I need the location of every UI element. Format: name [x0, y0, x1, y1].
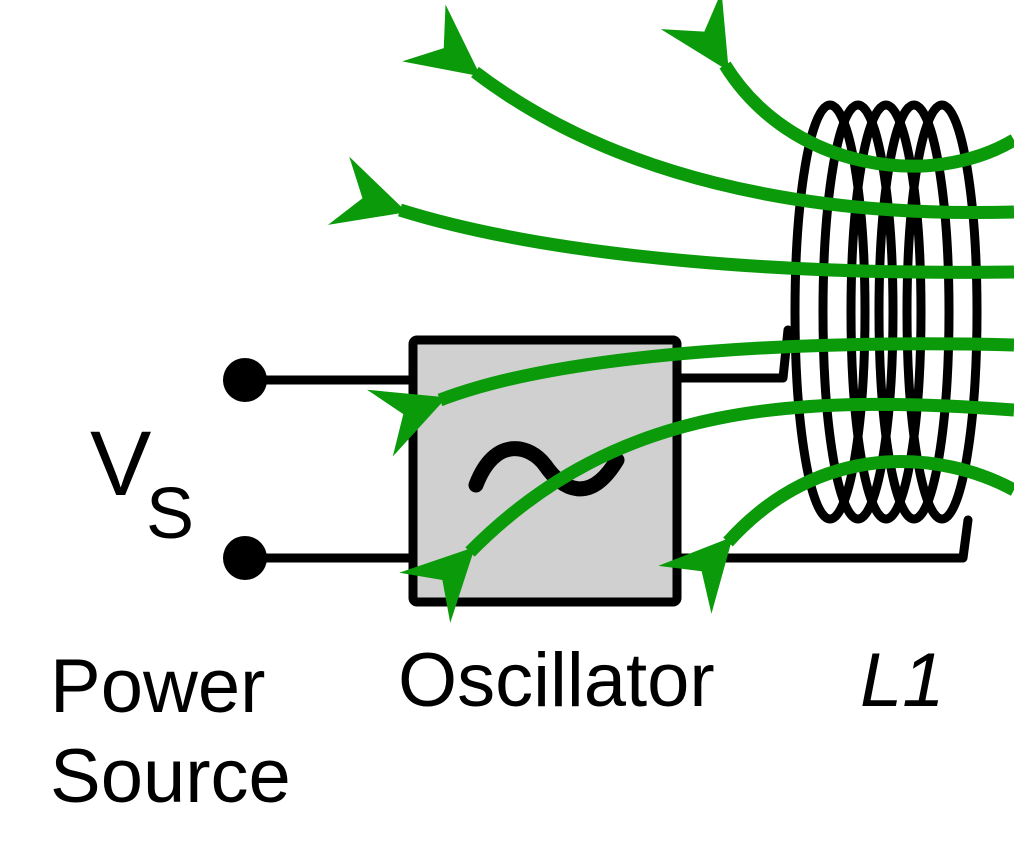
coil-loop	[846, 100, 926, 524]
power-source-label-line2: Source	[50, 734, 291, 819]
wire-oscillator-to-coil-bottom	[672, 515, 973, 563]
coil-loop	[818, 100, 898, 524]
power-source-label-line1: Power	[50, 644, 265, 729]
field-line	[402, 4, 1014, 219]
coil-label: L1	[860, 638, 945, 723]
magnetic-field-lines	[327, 0, 1014, 623]
coil-loop	[902, 100, 982, 524]
oscillator-label: Oscillator	[398, 638, 715, 723]
field-line	[327, 156, 1014, 279]
field-line	[367, 337, 1014, 457]
sine-wave-icon	[468, 441, 625, 497]
voltage-label-subscript: S	[146, 474, 194, 554]
field-line	[399, 397, 1014, 623]
coil-l1	[790, 100, 982, 524]
field-line	[658, 455, 1014, 614]
coil-loop	[874, 100, 954, 524]
coil-loop	[790, 100, 870, 524]
voltage-label-main: V	[90, 413, 151, 515]
field-line	[660, 0, 1014, 173]
